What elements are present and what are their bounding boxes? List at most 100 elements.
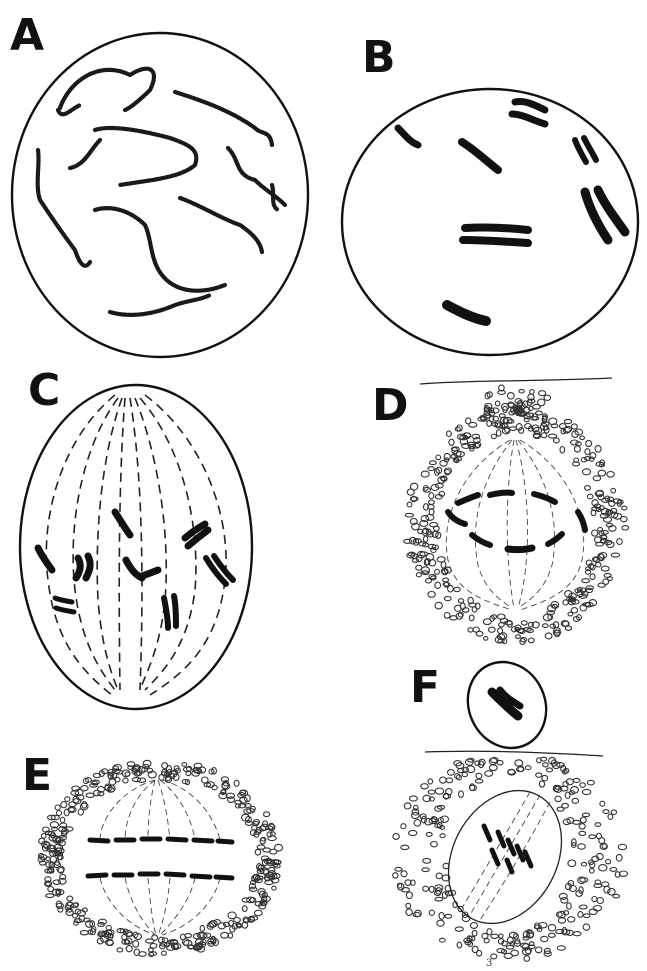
- yolk-granule: [406, 909, 412, 916]
- yolk-granule: [444, 453, 450, 459]
- yolk-granule: [441, 816, 449, 822]
- yolk-granule: [55, 805, 60, 810]
- yolk-granule: [603, 579, 609, 585]
- yolk-granule: [447, 431, 452, 437]
- yolk-granule: [606, 859, 611, 863]
- yolk-granule: [440, 834, 445, 838]
- yolk-granule: [409, 830, 417, 835]
- yolk-granule: [595, 446, 601, 453]
- yolk-granule: [579, 905, 587, 909]
- yolk-granule: [123, 778, 128, 783]
- yolk-granule: [458, 599, 463, 603]
- yolk-granule: [242, 898, 249, 902]
- yolk-granule: [60, 817, 64, 822]
- yolk-granule: [571, 440, 579, 445]
- yolk-granule: [411, 483, 418, 490]
- yolk-granule: [69, 808, 75, 812]
- yolk-granule: [449, 439, 454, 445]
- yolk-granule: [593, 906, 601, 911]
- yolk-granule: [401, 824, 406, 829]
- yolk-granule: [472, 607, 477, 612]
- yolk-granule: [601, 566, 609, 571]
- yolk-granule: [568, 917, 575, 922]
- yolk-granule: [587, 780, 594, 785]
- yolk-granule: [536, 773, 542, 777]
- yolk-granule: [252, 825, 257, 830]
- yolk-granule: [596, 542, 604, 546]
- yolk-granule: [435, 602, 442, 609]
- yolk-granule: [506, 946, 513, 950]
- yolk-granule: [618, 844, 626, 849]
- yolk-granule: [162, 951, 167, 955]
- yolk-granule: [428, 790, 435, 794]
- yolk-granule: [57, 811, 62, 816]
- yolk-granule: [200, 925, 204, 931]
- corner-mark: 3: [486, 958, 492, 969]
- yolk-granule: [430, 523, 438, 527]
- yolk-granule: [608, 814, 613, 820]
- yolk-granule: [469, 615, 474, 621]
- yolk-granule: [128, 766, 133, 770]
- yolk-granule: [398, 883, 404, 890]
- yolk-granule: [255, 849, 260, 855]
- yolk-granule: [472, 930, 477, 936]
- panel-e-metaphase-plate: [88, 839, 232, 878]
- yolk-granule: [106, 926, 111, 930]
- yolk-granule: [457, 942, 462, 948]
- yolk-granule: [429, 886, 434, 892]
- yolk-granule: [264, 812, 270, 817]
- yolk-granule: [568, 612, 573, 616]
- yolk-granule: [580, 878, 588, 882]
- yolk-granule: [596, 562, 601, 567]
- yolk-granule: [234, 780, 239, 786]
- yolk-granule: [428, 592, 435, 598]
- yolk-granule: [528, 622, 533, 627]
- panel-e-yolk-granules: [38, 760, 283, 956]
- yolk-granule: [607, 472, 614, 478]
- yolk-granule: [395, 867, 402, 871]
- yolk-granule: [519, 389, 524, 393]
- yolk-granule: [423, 536, 427, 542]
- panel-b: B: [342, 32, 638, 355]
- yolk-granule: [616, 854, 622, 861]
- yolk-granule: [152, 935, 158, 940]
- yolk-granule: [556, 912, 562, 917]
- yolk-granule: [578, 844, 586, 849]
- yolk-granule: [487, 929, 492, 935]
- yolk-granule: [548, 924, 555, 931]
- panel-d-yolk-granules: [404, 385, 629, 645]
- yolk-granule: [604, 573, 611, 577]
- yolk-granule: [67, 896, 73, 901]
- yolk-granule: [69, 802, 76, 807]
- yolk-granule: [422, 868, 429, 872]
- yolk-granule: [429, 493, 434, 499]
- yolk-granule: [586, 440, 592, 446]
- yolk-granule: [443, 578, 449, 582]
- yolk-granule: [132, 778, 140, 782]
- yolk-granule: [436, 873, 442, 879]
- yolk-granule: [571, 424, 577, 429]
- yolk-granule: [573, 778, 580, 782]
- yolk-granule: [406, 892, 412, 899]
- yolk-granule: [421, 784, 429, 789]
- yolk-granule: [593, 476, 601, 481]
- yolk-granule: [536, 411, 543, 415]
- yolk-granule: [81, 786, 88, 791]
- yolk-granule: [429, 910, 434, 915]
- yolk-granule: [541, 936, 548, 941]
- yolk-granule: [515, 760, 523, 766]
- yolk-granule: [275, 844, 283, 851]
- yolk-granule: [590, 574, 595, 580]
- yolk-granule: [541, 433, 547, 438]
- yolk-granule: [428, 779, 433, 784]
- yolk-granule: [549, 434, 557, 438]
- yolk-granule: [592, 530, 598, 536]
- yolk-granule: [410, 796, 418, 801]
- yolk-granule: [401, 845, 409, 849]
- yolk-granule: [468, 628, 473, 632]
- yolk-granule: [126, 946, 132, 952]
- yolk-granule: [582, 789, 590, 794]
- yolk-granule: [613, 894, 620, 898]
- yolk-granule: [539, 781, 544, 787]
- yolk-granule: [143, 760, 151, 766]
